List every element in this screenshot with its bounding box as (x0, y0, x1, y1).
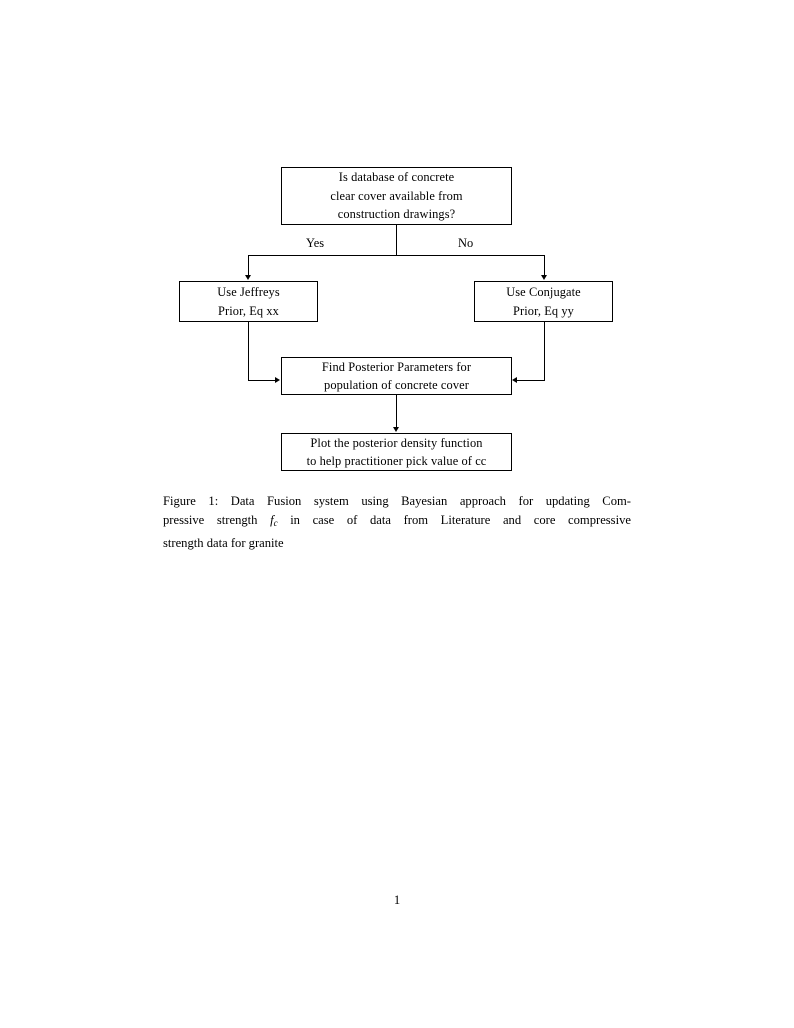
node-line: Prior, Eq yy (513, 303, 574, 318)
flow-node-use-jeffreys-prior[interactable]: Use Jeffreys Prior, Eq xx (179, 281, 318, 322)
flow-node-plot-posterior-density[interactable]: Plot the posterior density function to h… (281, 433, 512, 471)
caption-word: Figure (163, 494, 196, 508)
caption-word: Data (230, 494, 255, 508)
caption-word: system (313, 494, 349, 508)
arrowhead-no-into-conjugate (541, 275, 547, 280)
flow-node-decision-database-available[interactable]: Is database of concrete clear cover avai… (281, 167, 512, 225)
flow-node-use-conjugate-prior[interactable]: Use Conjugate Prior, Eq yy (474, 281, 613, 322)
node-line: Is database of concrete (338, 170, 455, 185)
caption-word: from (403, 513, 429, 528)
edge-label-no: No (455, 236, 477, 250)
caption-word: core (533, 513, 556, 528)
node-line: Prior, Eq xx (218, 303, 279, 318)
edge-label-yes: Yes (303, 236, 328, 250)
arrowhead-conjugate-into-posterior (512, 377, 517, 383)
caption-word: data (369, 513, 391, 528)
node-line: Use Conjugate (506, 285, 581, 299)
caption-line-2: pressive strength fc in case of data fro… (163, 511, 631, 533)
edge-posterior-to-plot (396, 395, 397, 428)
node-line: Use Jeffreys (217, 285, 280, 299)
caption-word: Fusion (267, 494, 302, 508)
caption-word: strength (216, 513, 258, 528)
node-line: population of concrete cover (324, 378, 469, 392)
caption-word: 1: (208, 494, 219, 508)
node-line: construction drawings? (337, 207, 456, 222)
node-line: Find Posterior Parameters for (321, 359, 472, 374)
figure-caption: Figure 1: Data Fusion system using Bayes… (163, 492, 631, 553)
caption-word: Com- (602, 494, 631, 508)
edge-conjugate-left (517, 380, 545, 381)
flow-node-find-posterior-parameters[interactable]: Find Posterior Parameters for population… (281, 357, 512, 395)
caption-word: Bayesian (401, 494, 448, 508)
math-subscript-c: c (273, 518, 278, 529)
edge-no-drop (544, 255, 545, 276)
node-line: clear cover available from (330, 188, 463, 203)
edge-conjugate-down (544, 322, 545, 381)
edge-jeffreys-right (248, 380, 276, 381)
caption-math-fc: fc (270, 511, 278, 533)
caption-word: in (290, 513, 300, 528)
page-number: 1 (393, 893, 401, 907)
edge-question-stem (396, 225, 397, 255)
arrowhead-jeffreys-into-posterior (275, 377, 280, 383)
caption-word: case (312, 513, 335, 528)
node-line: to help practitioner pick value of cc (306, 454, 487, 468)
caption-word: of (346, 513, 358, 528)
arrowhead-into-plot (393, 427, 399, 432)
caption-line-1: Figure 1: Data Fusion system using Bayes… (163, 492, 631, 511)
edge-yes-drop (248, 255, 249, 276)
caption-line-3: strength data for granite (163, 535, 284, 550)
caption-word: pressive (163, 513, 205, 528)
caption-word: using (361, 494, 389, 508)
caption-word: approach (459, 494, 506, 508)
caption-word: for (518, 494, 534, 508)
caption-word: updating (545, 494, 590, 508)
arrowhead-yes-into-jeffreys (245, 275, 251, 280)
figure-flowchart: Yes No Is database of concrete clear cov… (0, 0, 794, 490)
caption-word: and (502, 513, 522, 528)
math-symbol-f: f (270, 513, 274, 528)
edge-branch-bar (248, 255, 545, 256)
node-line: Plot the posterior density function (310, 435, 483, 450)
caption-word: Literature (440, 513, 491, 528)
caption-word: compressive (568, 513, 631, 528)
edge-jeffreys-down (248, 322, 249, 381)
